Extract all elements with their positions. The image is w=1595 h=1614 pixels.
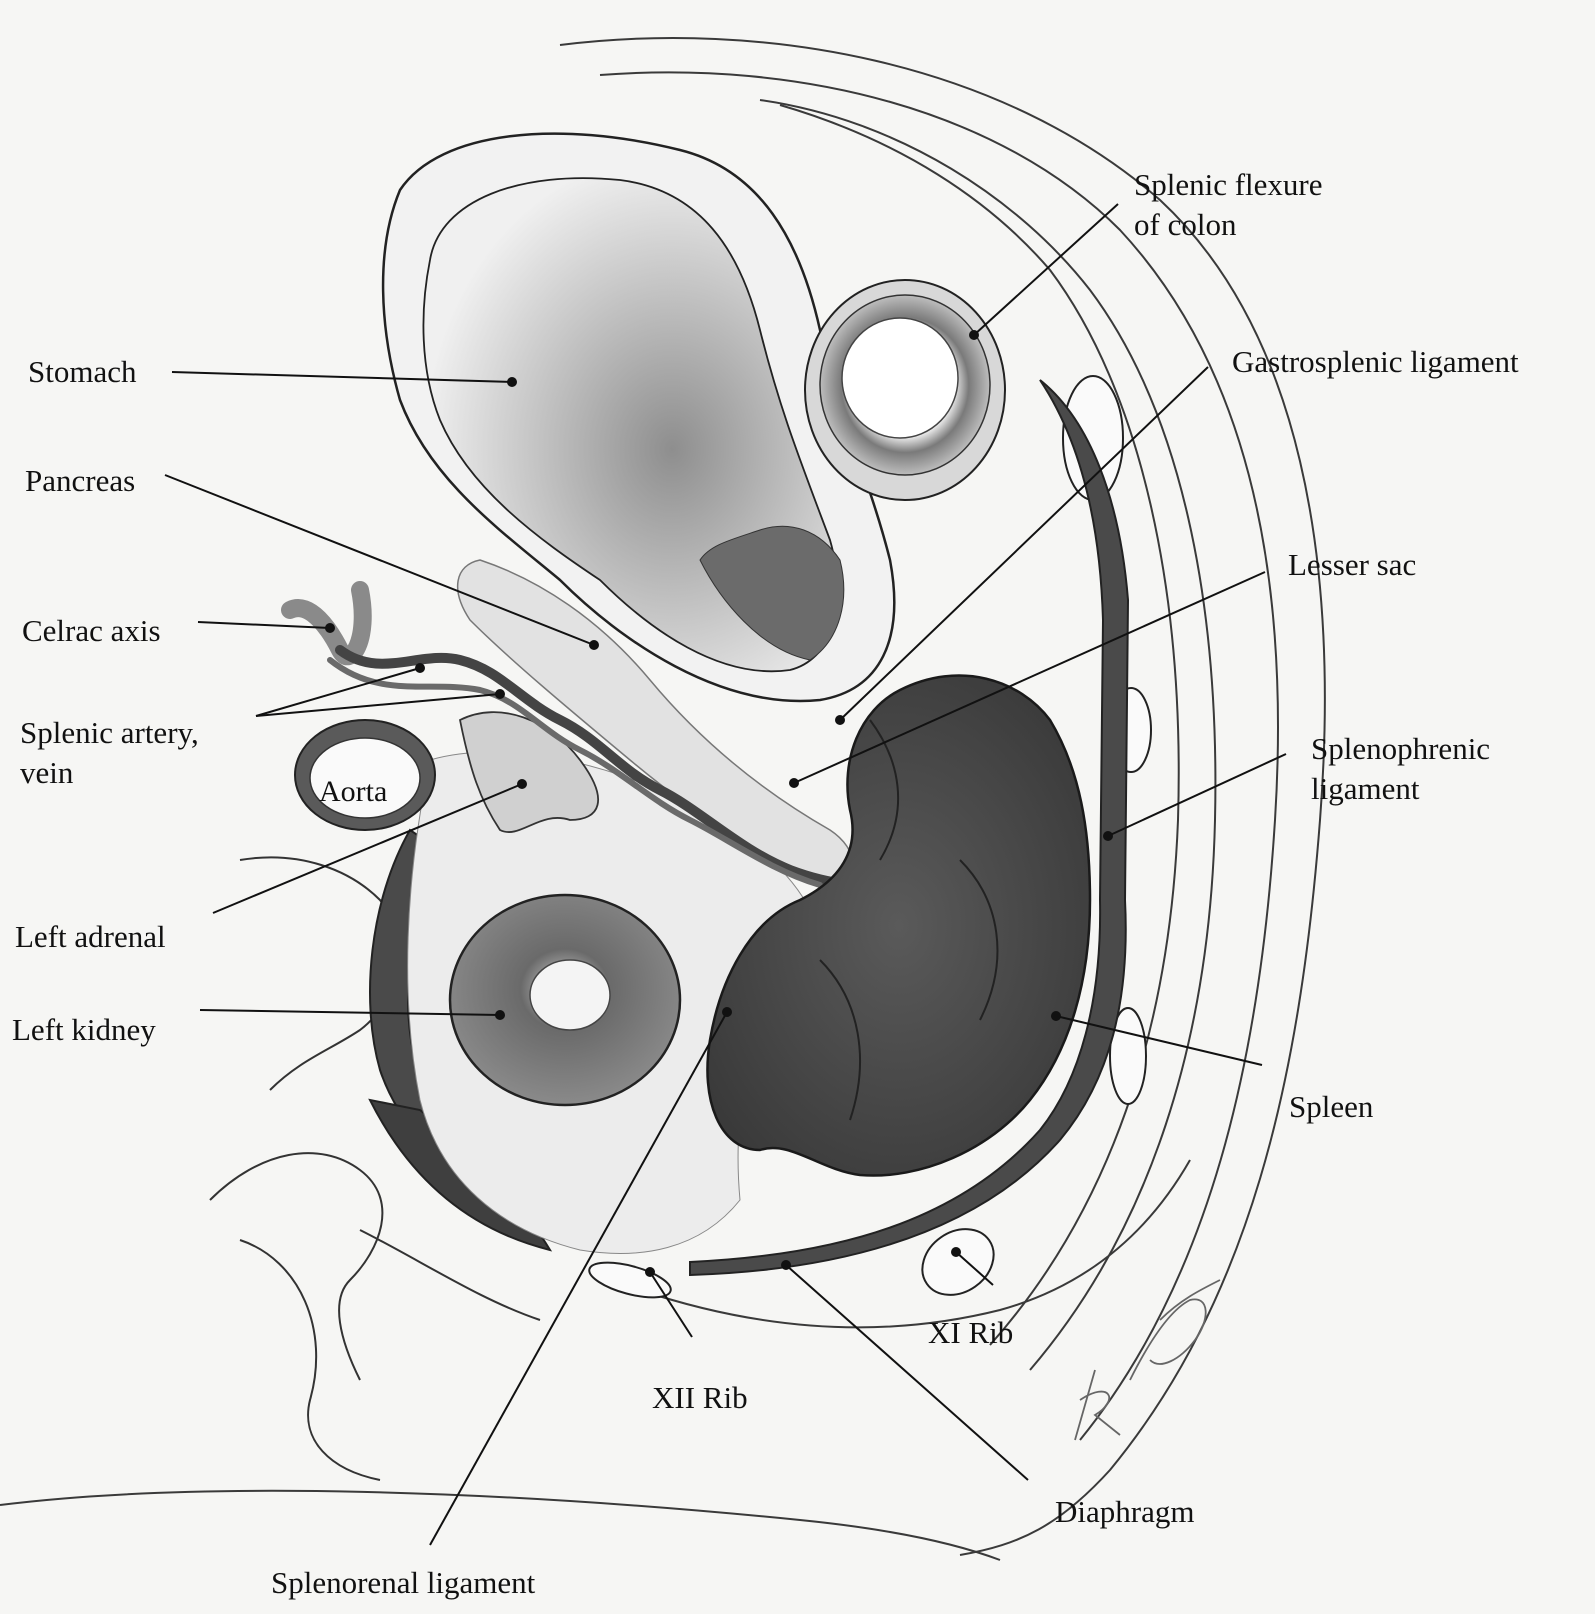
- label-left-kidney: Left kidney: [12, 1012, 156, 1047]
- body-wall: [0, 37, 1326, 1561]
- diaphragm-crescent: [689, 379, 1130, 1277]
- spleen-organ: [706, 674, 1092, 1177]
- leader-lines: [164, 203, 1287, 1546]
- label-splenophrenic-ligament: Splenophrenic ligament: [1311, 731, 1491, 806]
- label-left-adrenal: Left adrenal: [15, 919, 166, 954]
- label-xi-rib: XI Rib: [928, 1315, 1014, 1350]
- leader-dots: [325, 330, 1113, 1277]
- stomach-organ: [381, 132, 896, 703]
- kidney-organ: [448, 893, 682, 1107]
- colon-flexure: [804, 279, 1006, 501]
- label-splenorenal-ligament: Splenorenal ligament: [271, 1565, 536, 1600]
- label-stomach: Stomach: [28, 354, 137, 389]
- artist-signature: [1074, 1279, 1221, 1441]
- label-aorta: Aorta: [319, 775, 388, 808]
- label-spleen: Spleen: [1289, 1089, 1374, 1124]
- label-xii-rib: XII Rib: [652, 1380, 748, 1415]
- label-pancreas: Pancreas: [25, 463, 136, 498]
- vertebra-outline: [209, 856, 541, 1481]
- label-splenic-artery-vein: Splenic artery, vein: [20, 715, 199, 790]
- label-splenic-flexure: Splenic flexure of colon: [1134, 167, 1323, 242]
- label-gastrosplenic-ligament: Gastrosplenic ligament: [1232, 344, 1519, 379]
- label-diaphragm: Diaphragm: [1055, 1494, 1195, 1529]
- aorta-vessel: [294, 719, 436, 831]
- label-lesser-sac: Lesser sac: [1288, 547, 1417, 582]
- label-celiac-axis: Celrac axis: [22, 613, 161, 648]
